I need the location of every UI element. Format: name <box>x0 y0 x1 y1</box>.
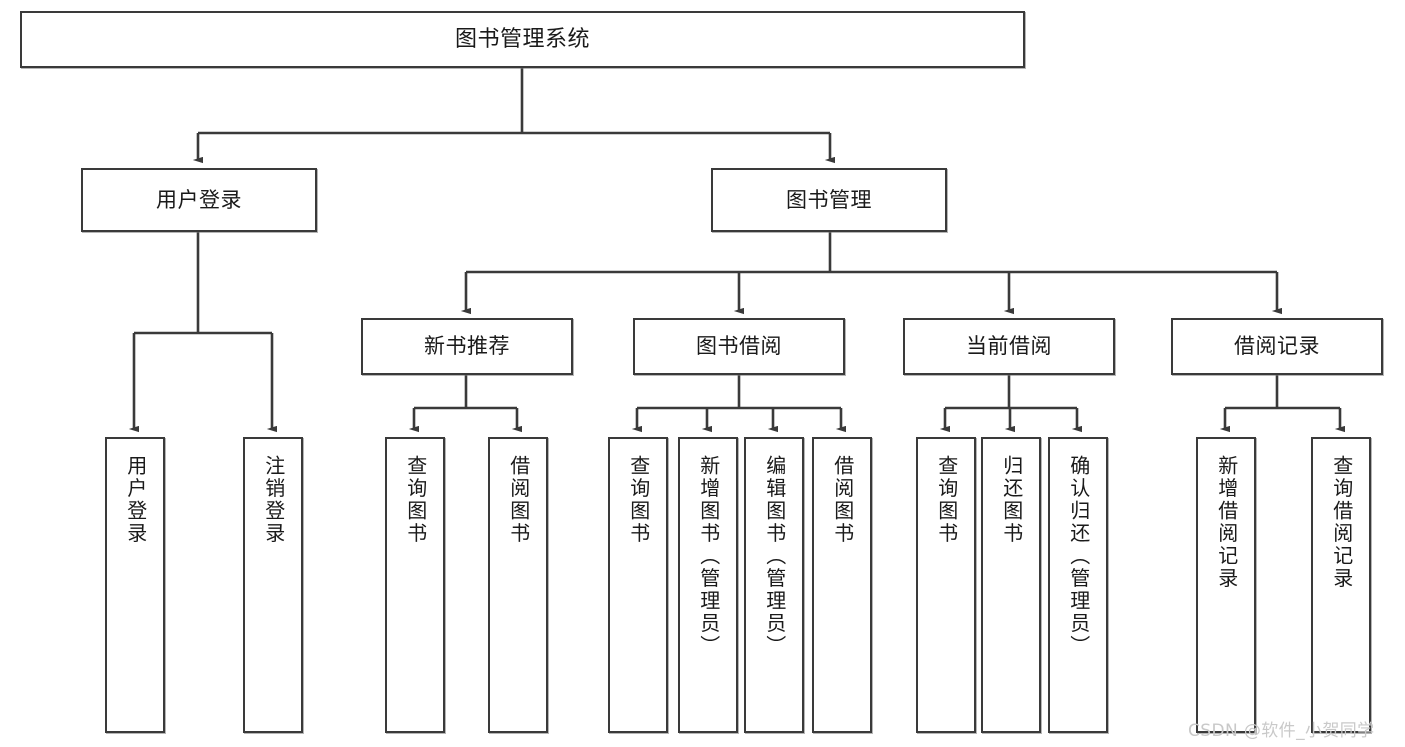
node-leaf-query-book-2-label: 查询图书 <box>626 455 651 545</box>
node-current-borrow-label: 当前借阅 <box>966 334 1052 359</box>
node-leaf-borrow-book-1[interactable]: 借阅图书 <box>488 437 548 733</box>
node-leaf-add-book[interactable]: 新增图书（管理员） <box>678 437 738 733</box>
node-leaf-query-book-2[interactable]: 查询图书 <box>608 437 668 733</box>
node-book-manage-label: 图书管理 <box>786 187 872 212</box>
node-leaf-borrow-book-1-label: 借阅图书 <box>506 455 531 545</box>
node-leaf-return-book-label: 归还图书 <box>999 455 1024 545</box>
node-leaf-user-login[interactable]: 用户登录 <box>105 437 165 733</box>
node-leaf-logout-login[interactable]: 注销登录 <box>243 437 303 733</box>
node-root[interactable]: 图书管理系统 <box>20 11 1025 68</box>
node-book-borrow-label: 图书借阅 <box>696 334 782 359</box>
node-leaf-borrow-book-2-label: 借阅图书 <box>830 455 855 545</box>
node-current-borrow[interactable]: 当前借阅 <box>903 318 1115 375</box>
node-leaf-confirm-return[interactable]: 确认归还（管理员） <box>1048 437 1108 733</box>
csdn-watermark: CSDN @软件_小贺同学 <box>1188 721 1375 741</box>
node-leaf-add-record[interactable]: 新增借阅记录 <box>1196 437 1256 733</box>
node-leaf-confirm-return-label: 确认归还（管理员） <box>1066 455 1091 658</box>
node-new-book-rec[interactable]: 新书推荐 <box>361 318 573 375</box>
node-leaf-return-book[interactable]: 归还图书 <box>981 437 1041 733</box>
node-leaf-add-record-label: 新增借阅记录 <box>1214 455 1239 590</box>
node-user-login[interactable]: 用户登录 <box>81 168 317 232</box>
node-leaf-edit-book[interactable]: 编辑图书（管理员） <box>744 437 804 733</box>
node-user-login-label: 用户登录 <box>156 187 242 212</box>
node-root-label: 图书管理系统 <box>454 26 590 52</box>
node-leaf-borrow-book-2[interactable]: 借阅图书 <box>812 437 872 733</box>
node-leaf-add-book-label: 新增图书（管理员） <box>696 455 721 658</box>
node-book-borrow[interactable]: 图书借阅 <box>633 318 845 375</box>
node-leaf-edit-book-label: 编辑图书（管理员） <box>762 455 787 658</box>
node-borrow-record-label: 借阅记录 <box>1234 334 1320 359</box>
node-borrow-record[interactable]: 借阅记录 <box>1171 318 1383 375</box>
node-leaf-logout-login-label: 注销登录 <box>261 455 286 545</box>
node-leaf-query-book-1[interactable]: 查询图书 <box>385 437 445 733</box>
node-leaf-query-book-3-label: 查询图书 <box>934 455 959 545</box>
node-leaf-query-book-1-label: 查询图书 <box>403 455 428 545</box>
node-leaf-user-login-label: 用户登录 <box>123 455 148 545</box>
node-leaf-query-record-label: 查询借阅记录 <box>1329 455 1354 590</box>
node-new-book-rec-label: 新书推荐 <box>424 334 510 359</box>
node-leaf-query-book-3[interactable]: 查询图书 <box>916 437 976 733</box>
node-book-manage[interactable]: 图书管理 <box>711 168 947 232</box>
node-leaf-query-record[interactable]: 查询借阅记录 <box>1311 437 1371 733</box>
